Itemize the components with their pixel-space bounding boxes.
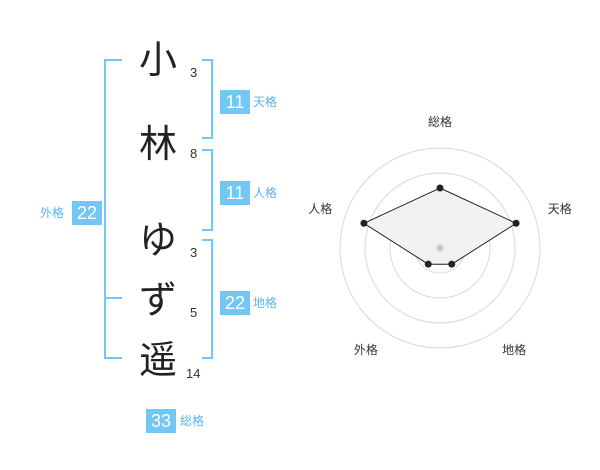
jinkaku-value-badge: 11 <box>220 181 250 205</box>
name-char-1: 小 <box>138 38 177 82</box>
jinkaku-label: 人格 <box>253 186 278 200</box>
outer-bracket <box>104 59 122 359</box>
stroke-count-3: 3 <box>190 245 198 260</box>
gaikaku-value-badge: 22 <box>72 201 102 225</box>
soukaku-value-badge: 33 <box>146 409 176 433</box>
jinkaku-bracket <box>202 149 213 231</box>
radar-point-3 <box>448 260 456 268</box>
radar-point-4 <box>424 260 432 268</box>
radar-axis-label-1: 総格 <box>428 114 452 129</box>
radar-axis-label-2: 天格 <box>548 201 572 216</box>
radar-points <box>360 184 520 268</box>
radar-ring-3 <box>364 172 516 324</box>
radar-point-1 <box>436 184 444 192</box>
tenkaku-bracket <box>202 59 213 139</box>
name-char-2: 林 <box>138 122 177 166</box>
radar-axis-label-3: 地格 <box>502 342 526 357</box>
chikaku-label: 地格 <box>253 296 278 310</box>
gaikaku-label: 外格 <box>40 206 65 220</box>
chikaku-bracket <box>202 239 213 359</box>
stroke-count-1: 3 <box>190 65 198 80</box>
radar-axis-label-5: 人格 <box>308 201 332 216</box>
name-char-4: ず <box>138 278 177 322</box>
tenkaku-label: 天格 <box>253 95 278 109</box>
chikaku-value-badge: 22 <box>220 291 250 315</box>
stroke-count-5: 14 <box>186 366 201 381</box>
tenkaku-value-badge: 11 <box>220 90 250 114</box>
stroke-count-2: 8 <box>190 146 198 161</box>
radar-point-5 <box>360 219 368 227</box>
name-char-5: 遥 <box>138 338 177 382</box>
radar-center-dot <box>436 244 444 252</box>
radar-point-2 <box>512 219 520 227</box>
soukaku-label: 総格 <box>180 414 205 428</box>
stroke-count-4: 5 <box>190 305 198 320</box>
name-char-3: ゆ <box>138 218 177 262</box>
radar-axis-label-4: 外格 <box>354 342 378 357</box>
radar-data-polygon <box>362 187 518 265</box>
